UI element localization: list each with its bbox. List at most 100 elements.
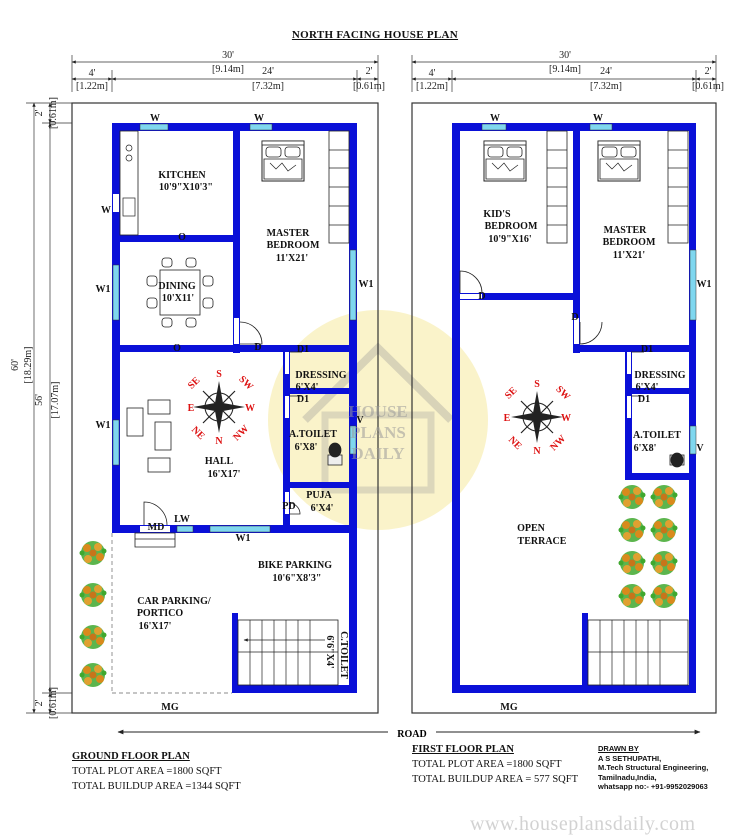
open-terrace-label-2: TERRACE (518, 536, 567, 547)
compass-w-2: W (561, 413, 571, 424)
main-door-md: MD (148, 522, 165, 533)
drawn-by-name: A S SETHUPATHI, (598, 753, 662, 763)
dim-right-margin-m-2: [0.61m] (692, 81, 724, 92)
door-d-master: D (254, 342, 261, 353)
toilet-2-label: A.TOILET (633, 430, 681, 441)
puja-label: PUJA (306, 490, 332, 501)
first-summary-heading: FIRST FLOOR PLAN (412, 744, 514, 755)
ground-buildup-area: TOTAL BUILDUP AREA =1344 SQFT (72, 781, 241, 792)
ground-summary-heading: GROUND FLOOR PLAN (72, 751, 190, 762)
toilet-size: 6'X8' (295, 442, 318, 453)
watermark-line3: DAILY (351, 444, 404, 463)
dim-total-width-m-2: [9.14m] (549, 64, 581, 75)
first-floor-summary: FIRST FLOOR PLAN TOTAL PLOT AREA =1800 S… (412, 742, 578, 787)
car-parking-label-2: PORTICO (137, 608, 184, 619)
watermark-line1: HOUSE (348, 402, 408, 421)
toilet-2-size: 6'X8' (634, 443, 657, 454)
door-d1-dressing: D1 (297, 344, 309, 355)
ventilator-v: V (356, 415, 364, 426)
window-lw: LW (174, 514, 190, 525)
dim-total-length: 60' (10, 359, 21, 371)
drawn-by-degree: M.Tech Structural Engineering, (598, 763, 709, 772)
dim-right-margin-m: [0.61m] (353, 81, 385, 92)
dim-total-width-2: 30' (559, 50, 571, 61)
dim-bottom-margin-m: [0.61m] (48, 687, 59, 719)
ventilator-v-2: V (696, 443, 704, 454)
door-d-kids: D (478, 291, 485, 302)
ground-floor-summary: GROUND FLOOR PLAN TOTAL PLOT AREA =1800 … (72, 749, 241, 794)
dressing-2-label: DRESSING (634, 370, 685, 381)
master-bedroom-2-label-2: BEDROOM (603, 237, 656, 248)
window-label-master: W (254, 113, 264, 124)
dim-left-margin: 4' (89, 68, 96, 79)
compass-sw: SW (236, 374, 255, 393)
dim-total-length-m: [18.29m] (23, 347, 34, 384)
compass-e-2: E (504, 413, 511, 424)
first-buildup-area: TOTAL BUILDUP AREA = 577 SQFT (412, 774, 578, 785)
kids-bedroom-label-1: KID'S (483, 209, 511, 220)
dim-bottom-margin: 2' (34, 699, 45, 706)
dim-top-margin-m: [0.61m] (48, 97, 59, 129)
opening-o-kitchen: O (178, 232, 186, 243)
main-gate-mg: MG (161, 702, 178, 713)
master-bedroom-size: 11'X21' (276, 253, 308, 264)
website-watermark: www.houseplansdaily.com (470, 813, 696, 835)
window-w1-front: W1 (236, 533, 251, 544)
compass-rose-first (511, 391, 563, 443)
main-gate-mg-2: MG (500, 702, 517, 713)
dining-size: 10'X11' (162, 293, 194, 304)
dining-label: DINING (158, 281, 195, 292)
dim-left-margin-2: 4' (429, 68, 436, 79)
master-bedroom-label-2: BEDROOM (267, 240, 320, 251)
dim-inner-length: 56' (34, 394, 45, 406)
window-w1-master-2: W1 (697, 279, 712, 290)
master-bedroom-2-label-1: MASTER (604, 225, 648, 236)
compass-n: N (215, 436, 223, 447)
window-w1-master: W1 (359, 279, 374, 290)
window-label-kitchen: W (150, 113, 160, 124)
toilet-label: A.TOILET (289, 429, 337, 440)
window-label-kitchen-side: W (101, 205, 111, 216)
compass-s-2: S (534, 379, 540, 390)
puja-size: 6'X4' (311, 503, 334, 514)
page-title: NORTH FACING HOUSE PLAN (291, 29, 459, 41)
door-d1-dressing-2: D1 (641, 344, 653, 355)
compass-ne-2: NE (506, 434, 524, 452)
compass-n-2: N (533, 446, 541, 457)
door-d1-toilet-2: D1 (638, 394, 650, 405)
compass-w: W (245, 403, 255, 414)
compass-ne: NE (189, 424, 207, 442)
master-bedroom-2-size: 11'X21' (613, 250, 645, 261)
car-parking-label-1: CAR PARKING/ (137, 596, 211, 607)
dim-right-margin-2: 2' (705, 66, 712, 77)
drawn-by-location: Tamilnadu,India, (598, 772, 657, 782)
door-pd: PD (282, 501, 295, 512)
dim-total-width-m: [9.14m] (212, 64, 244, 75)
dim-total-width: 30' (222, 50, 234, 61)
dim-left-margin-m-2: [1.22m] (416, 81, 448, 92)
dim-inner-width-m: [7.32m] (252, 81, 284, 92)
common-toilet-size: 6'6"X4' (324, 635, 335, 669)
window-w1-dining: W1 (96, 284, 111, 295)
compass-sw-2: SW (553, 384, 572, 403)
common-toilet-label: C.TOILET (338, 631, 349, 679)
dim-inner-width: 24' (262, 66, 274, 77)
dressing-size: 6'X4' (296, 382, 319, 393)
dim-top-margin: 2' (34, 109, 45, 116)
dim-inner-length-m: [17.07m] (50, 382, 61, 419)
dressing-2-size: 6'X4' (636, 382, 659, 393)
dim-inner-width-2: 24' (600, 66, 612, 77)
door-d1-toilet: D1 (297, 394, 309, 405)
hall-size: 16'X17' (208, 469, 241, 480)
opening-o-dining: O (173, 343, 181, 354)
watermark-line2: PLANS (350, 423, 406, 442)
drawn-by-contact: whatsapp no:- +91-9952029063 (598, 782, 708, 791)
window-w1-hall: W1 (96, 420, 111, 431)
dressing-label: DRESSING (295, 370, 346, 381)
kitchen-label: KITCHEN (158, 170, 206, 181)
first-floor-plan (452, 123, 697, 693)
compass-s: S (216, 369, 222, 380)
door-d-master-2: D (571, 312, 578, 323)
first-plot-boundary (411, 102, 717, 714)
